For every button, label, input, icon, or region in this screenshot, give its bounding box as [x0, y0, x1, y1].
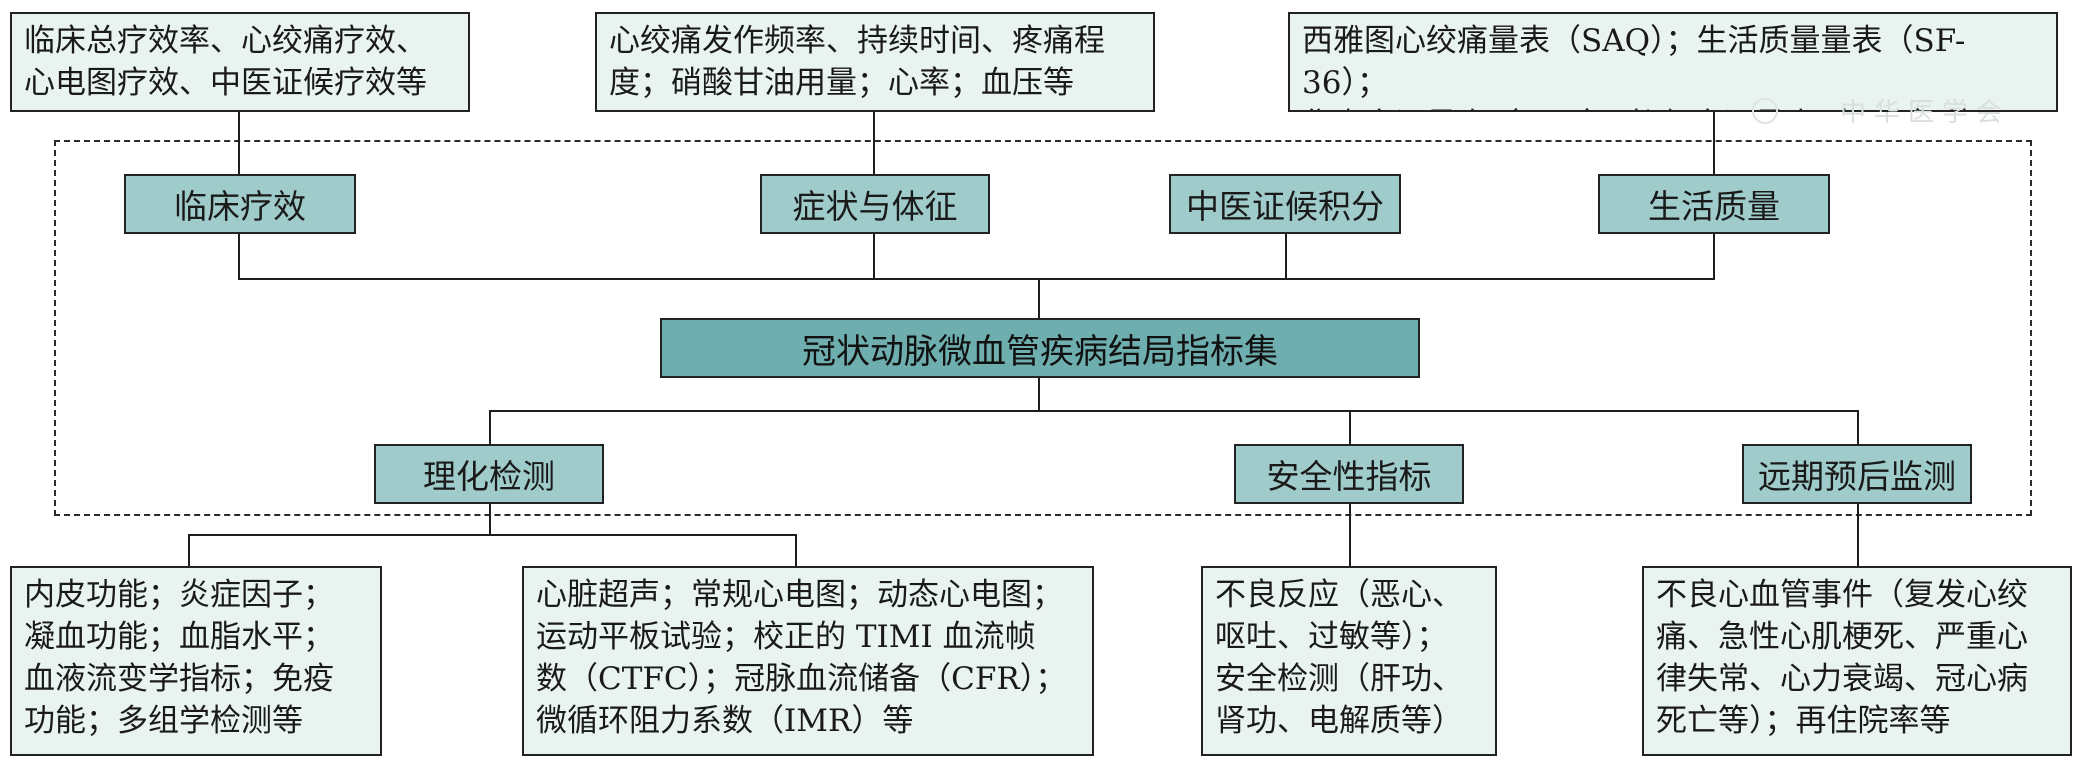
core-outcome-set-title: 冠状动脉微血管疾病结局指标集: [660, 318, 1420, 378]
connector-line: [238, 110, 240, 176]
connector-line: [795, 534, 797, 566]
detail-box-symptoms-signs: 心绞痛发作频率、持续时间、疼痛程 度；硝酸甘油用量；心率；血压等: [595, 12, 1155, 112]
connector-line: [238, 278, 1715, 280]
connector-line: [1713, 234, 1715, 279]
outcome-set-boundary: [54, 140, 2032, 516]
detail-box-quality-of-life: 西雅图心绞痛量表（SAQ）；生活质量量表（SF-36）； 焦虑自评量表（SAS）…: [1288, 12, 2058, 112]
category-clinical-efficacy: 临床疗效: [124, 174, 356, 234]
detail-box-safety: 不良反应（恶心、 呕吐、过敏等）； 安全检测（肝功、 肾功、电解质等）: [1201, 566, 1497, 756]
connector-line: [489, 410, 491, 444]
watermark: 中华医学会: [1839, 98, 2010, 128]
category-symptoms-signs: 症状与体征: [760, 174, 990, 234]
detail-box-imaging-tests: 心脏超声；常规心电图；动态心电图； 运动平板试验；校正的 TIMI 血流帧 数（…: [522, 566, 1094, 756]
detail-box-prognosis: 不良心血管事件（复发心绞 痛、急性心肌梗死、严重心 律失常、心力衰竭、冠心病 死…: [1642, 566, 2072, 756]
connector-line: [238, 234, 240, 279]
connector-line: [188, 534, 797, 536]
category-safety-indicators: 安全性指标: [1234, 444, 1464, 504]
journal-logo-icon: [1752, 98, 1778, 124]
connector-line: [1285, 234, 1287, 279]
connector-line: [188, 534, 190, 566]
connector-line: [489, 502, 491, 536]
connector-line: [1349, 502, 1351, 566]
category-tcm-syndrome-score: 中医证候积分: [1169, 174, 1401, 234]
connector-line: [873, 234, 875, 279]
connector-line: [489, 410, 1859, 412]
connector-line: [1349, 410, 1351, 444]
detail-box-clinical-efficacy: 临床总疗效率、心绞痛疗效、 心电图疗效、中医证候疗效等: [10, 12, 470, 112]
connector-line: [1713, 110, 1715, 176]
category-long-term-prognosis: 远期预后监测: [1742, 444, 1972, 504]
connector-line: [1857, 410, 1859, 444]
connector-line: [1038, 376, 1040, 412]
category-lab-examination: 理化检测: [374, 444, 604, 504]
detail-box-lab-biomarkers: 内皮功能；炎症因子； 凝血功能；血脂水平； 血液流变学指标；免疫 功能；多组学检…: [10, 566, 382, 756]
connector-line: [873, 110, 875, 176]
connector-line: [1038, 278, 1040, 318]
category-quality-of-life: 生活质量: [1598, 174, 1830, 234]
connector-line: [1857, 502, 1859, 566]
